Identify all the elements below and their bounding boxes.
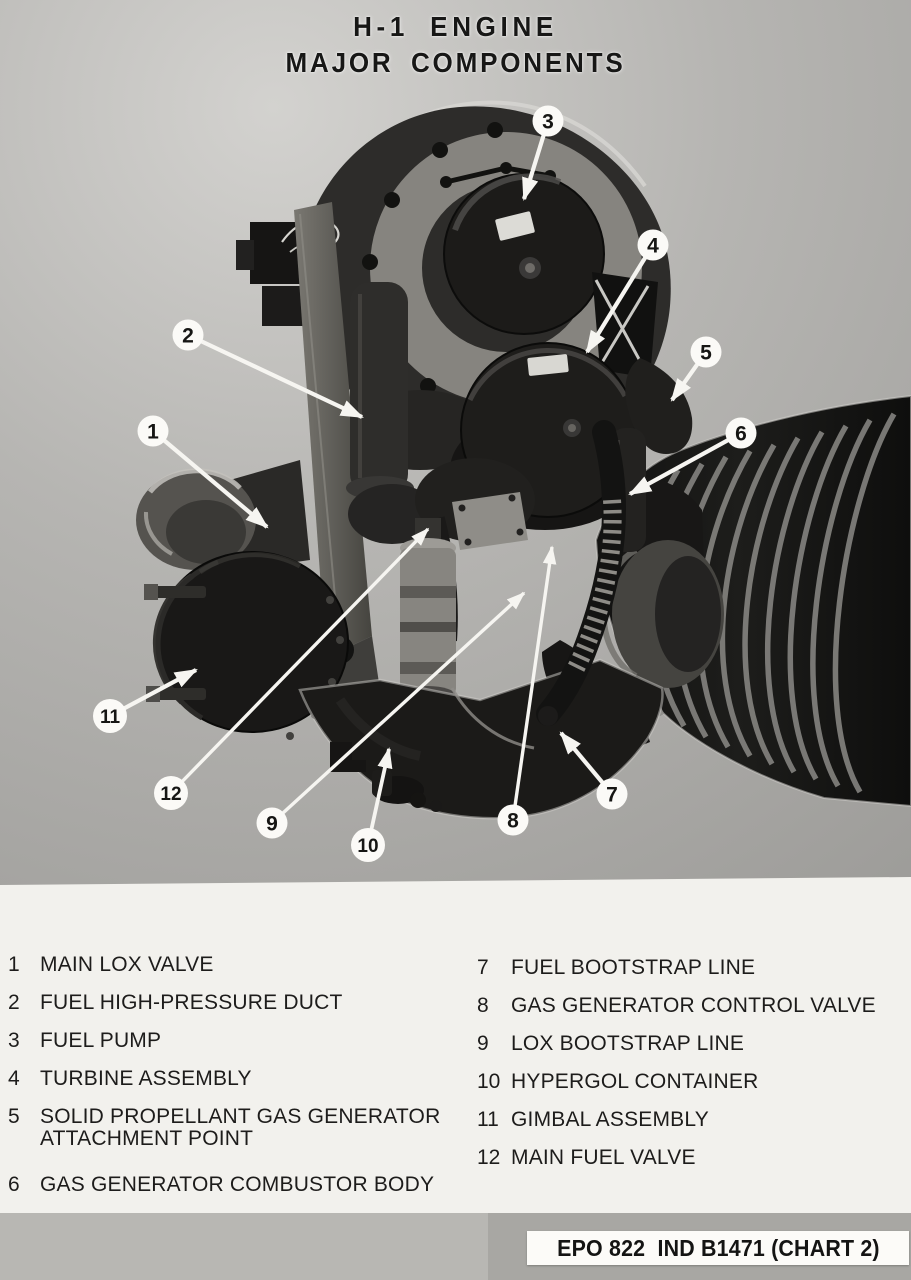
legend-item-4: 4 TURBINE ASSEMBLY (8, 1068, 458, 1090)
fuel-pump-label-tag (495, 211, 535, 241)
svg-text:11: 11 (100, 707, 121, 728)
legend-item-6: 6 GAS GENERATOR COMBUSTOR BODY (8, 1174, 458, 1196)
legend-num: 12 (477, 1146, 501, 1169)
legend-label: GAS GENERATOR CONTROL VALVE (511, 994, 876, 1017)
gas-generator-elbow (625, 358, 693, 454)
page-title: H-1 ENGINE MAJOR COMPONENTS (32, 12, 879, 78)
legend-label: SOLID PROPELLANT GAS GENERATOR ATTACHMEN… (40, 1105, 441, 1150)
legend-num: 11 (477, 1108, 499, 1131)
callout-8: 8 (497, 804, 529, 836)
legend-num: 4 (8, 1067, 20, 1090)
chart-stamp: EPO 822 IND B1471 (CHART 2) (527, 1231, 909, 1265)
callout-7: 7 (596, 778, 628, 810)
callout-12: 12 (154, 776, 188, 810)
legend-item-3: 3 FUEL PUMP (8, 1030, 458, 1052)
legend-column-left: 1 MAIN LOX VALVE 2 FUEL HIGH-PRESSURE DU… (8, 954, 458, 1212)
legend-num: 6 (8, 1173, 20, 1196)
legend-label: FUEL PUMP (40, 1029, 162, 1052)
fuel-pump-drum (443, 173, 605, 335)
title-line-2: MAJOR COMPONENTS (285, 47, 626, 78)
legend-num: 1 (8, 953, 20, 976)
attachment-bracket (592, 272, 658, 378)
legend-label: MAIN FUEL VALVE (511, 1146, 696, 1169)
engine-photo-svg: 1 2 3 4 5 6 7 8 9 10 11 12 (0, 0, 911, 893)
svg-text:9: 9 (266, 813, 278, 836)
legend-item-12: 12 MAIN FUEL VALVE (477, 1147, 907, 1169)
callout-5: 5 (690, 336, 722, 368)
legend-num: 9 (477, 1032, 489, 1055)
legend-item-1: 1 MAIN LOX VALVE (8, 954, 458, 976)
callout-2: 2 (172, 319, 204, 351)
legend-num: 7 (477, 956, 489, 979)
bottom-band: EPO 822 IND B1471 (CHART 2) (0, 1213, 911, 1280)
svg-text:2: 2 (182, 325, 194, 348)
legend-item-2: 2 FUEL HIGH-PRESSURE DUCT (8, 992, 458, 1014)
svg-text:7: 7 (606, 784, 618, 807)
callout-3: 3 (532, 105, 564, 137)
svg-text:4: 4 (647, 235, 659, 258)
legend-label: FUEL HIGH-PRESSURE DUCT (40, 991, 343, 1014)
svg-text:5: 5 (700, 342, 712, 365)
legend-label: MAIN LOX VALVE (40, 953, 214, 976)
legend-num: 10 (477, 1070, 501, 1093)
callout-arrow-2 (187, 333, 364, 419)
svg-text:8: 8 (507, 810, 519, 833)
legend-label: LOX BOOTSTRAP LINE (511, 1032, 745, 1055)
legend-item-9: 9 LOX BOOTSTRAP LINE (477, 1033, 907, 1055)
photo-bottom-edge (0, 877, 911, 893)
svg-text:3: 3 (542, 111, 554, 134)
legend-label: GIMBAL ASSEMBLY (511, 1108, 709, 1131)
svg-text:6: 6 (735, 423, 747, 446)
legend-item-5: 5 SOLID PROPELLANT GAS GENERATOR ATTACHM… (8, 1106, 458, 1150)
legend-num: 5 (8, 1105, 20, 1128)
engine-photo: 1 2 3 4 5 6 7 8 9 10 11 12 (0, 0, 911, 893)
turbine-label-tag (527, 354, 569, 376)
gimbal-assembly-dome (144, 551, 349, 740)
title-line-1: H-1 ENGINE (353, 11, 558, 42)
legend-column-right: 7 FUEL BOOTSTRAP LINE 8 GAS GENERATOR CO… (477, 957, 907, 1185)
callout-arrow-8 (511, 545, 557, 821)
svg-text:10: 10 (357, 836, 378, 857)
svg-text:12: 12 (160, 784, 181, 805)
legend-item-7: 7 FUEL BOOTSTRAP LINE (477, 957, 907, 979)
legend-num: 2 (8, 991, 20, 1014)
legend-label: GAS GENERATOR COMBUSTOR BODY (40, 1173, 435, 1196)
legend-num: 3 (8, 1029, 20, 1052)
chart-stamp-text: EPO 822 IND B1471 (CHART 2) (556, 1234, 880, 1261)
callout-markers: 1 2 3 4 5 6 7 8 9 10 11 12 (93, 105, 757, 862)
legend-label: TURBINE ASSEMBLY (40, 1067, 252, 1090)
callout-arrow-1 (151, 429, 269, 529)
callout-4: 4 (637, 229, 669, 261)
callout-arrow-4 (585, 243, 655, 354)
legend-label: FUEL BOOTSTRAP LINE (511, 956, 756, 979)
bootstrap-line-coil (536, 420, 627, 726)
legend-item-10: 10 HYPERGOL CONTAINER (477, 1071, 907, 1093)
legend-item-8: 8 GAS GENERATOR CONTROL VALVE (477, 995, 907, 1017)
callout-1: 1 (137, 415, 169, 447)
callout-arrow-9 (270, 591, 526, 825)
svg-text:1: 1 (147, 421, 159, 444)
callout-arrow-6 (628, 431, 743, 496)
callout-10: 10 (351, 828, 385, 862)
legend-num: 8 (477, 994, 489, 1017)
legend-item-11: 11 GIMBAL ASSEMBLY (477, 1109, 907, 1131)
legend-label: HYPERGOL CONTAINER (511, 1070, 759, 1093)
callout-9: 9 (256, 807, 288, 839)
callout-arrow-12 (169, 527, 430, 795)
callout-6: 6 (725, 417, 757, 449)
callout-11: 11 (93, 699, 127, 733)
